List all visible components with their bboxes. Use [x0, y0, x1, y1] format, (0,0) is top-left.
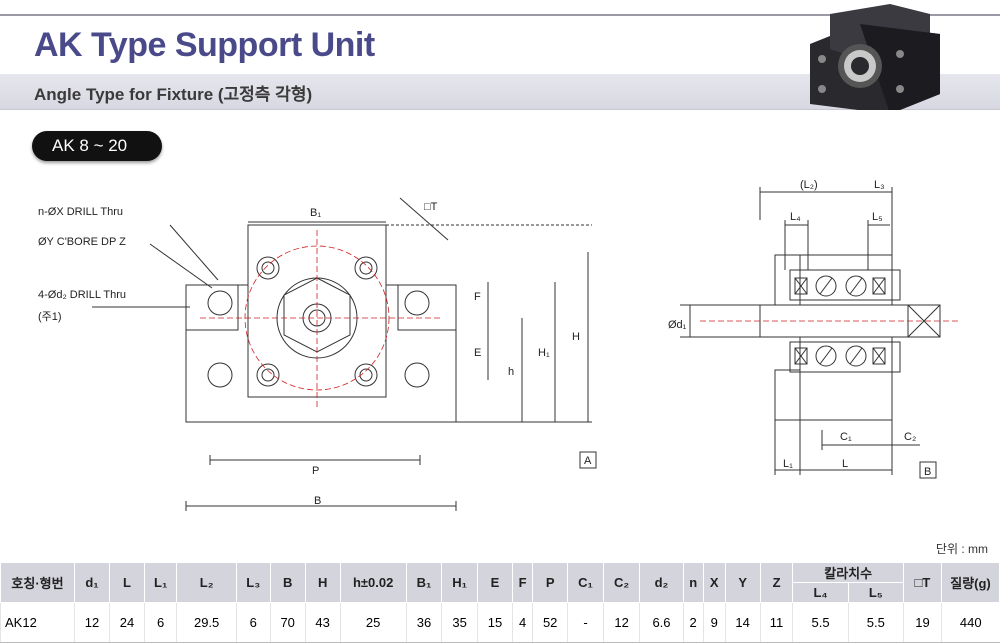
cell: 6: [143, 602, 177, 643]
front-center-lines: [200, 230, 440, 410]
top-rule: [0, 14, 1000, 16]
cell: 29.5: [176, 602, 237, 643]
front-view: [92, 197, 597, 511]
cell: 36: [405, 602, 442, 643]
col-z: Z: [759, 562, 794, 603]
cell: 24: [108, 602, 145, 643]
col-l4: L₄: [792, 582, 849, 603]
col-l5: L₅: [847, 582, 904, 603]
cell: -: [567, 602, 604, 643]
callout-d2-drill: 4-Ød₂ DRILL Thru: [38, 289, 126, 301]
col-l3: L₃: [235, 562, 271, 603]
col-b1: B₁: [405, 562, 443, 603]
dim-l3: L₃: [874, 179, 885, 191]
cell: 12: [74, 602, 110, 643]
dim-l5: L₅: [872, 211, 883, 223]
col-l1: L₁: [143, 562, 178, 603]
dim-b1: B₁: [310, 207, 321, 219]
page-title: AK Type Support Unit: [34, 26, 375, 64]
callout-note1: (주1): [38, 311, 62, 323]
dim-d1: Ød₁: [668, 319, 687, 331]
cell: 15: [476, 602, 513, 643]
col-f: F: [511, 562, 534, 603]
product-photo: [810, 4, 940, 114]
dim-f: F: [474, 291, 481, 303]
col-d2: d₂: [639, 562, 684, 603]
dim-c1: C₁: [840, 431, 852, 443]
col-d1: d₁: [74, 562, 110, 603]
dim-c2: C₂: [904, 431, 916, 443]
series-badge: AK 8 ~ 20: [32, 131, 162, 161]
unit-label: 단위 : mm: [935, 542, 988, 556]
col-c1: C₁: [567, 562, 604, 603]
col-model: 호칭·형번: [0, 562, 75, 603]
dim-l4: L₄: [790, 211, 801, 223]
cell: 14: [724, 602, 761, 643]
cell: 9: [702, 602, 726, 643]
dim-b: B: [314, 495, 321, 507]
dim-h-small: h: [508, 366, 514, 378]
dim-l1: L₁: [783, 458, 793, 470]
cell: 5.5: [847, 602, 904, 643]
col-h1: H₁: [441, 562, 478, 603]
dim-l: L: [842, 458, 848, 470]
dim-h1: H₁: [538, 347, 550, 359]
header: AK Type Support Unit Angle Type for Fixt…: [0, 0, 1000, 114]
col-x: X: [702, 562, 726, 603]
cell: 6: [235, 602, 271, 643]
dim-e: E: [474, 347, 481, 359]
col-e: E: [476, 562, 513, 603]
cell: 70: [269, 602, 306, 643]
table-row: AK12 12 24 6 29.5 6 70 43 25 36 35 15 4 …: [0, 602, 1000, 643]
dim-h: H: [572, 331, 580, 343]
cell: 4: [511, 602, 533, 643]
technical-drawings: n-ØX DRILL Thru ØY C'BORE DP Z 4-Ød₂ DRI…: [38, 179, 960, 511]
col-c2: C₂: [602, 562, 641, 603]
cell: 52: [532, 602, 568, 643]
cell: 43: [304, 602, 341, 643]
col-collar: 칼라치수: [792, 562, 904, 583]
side-view: [680, 187, 941, 479]
cell-model: AK12: [0, 602, 75, 643]
col-y: Y: [724, 562, 761, 603]
side-view-labels: (L₂) L₃ L₄ L₅ Ød₁ C₁ C₂ L₁ L B: [668, 179, 931, 478]
callout-drill-thru: n-ØX DRILL Thru: [38, 206, 123, 218]
cell: 35: [441, 602, 478, 643]
dim-t: □T: [424, 201, 438, 213]
dim-p: P: [312, 465, 319, 477]
front-view-labels: n-ØX DRILL Thru ØY C'BORE DP Z 4-Ød₂ DRI…: [38, 201, 592, 507]
col-l2: L₂: [176, 562, 237, 603]
cell: 12: [602, 602, 640, 643]
cell: 5.5: [792, 602, 849, 643]
col-n: n: [682, 562, 704, 603]
callout-cbore: ØY C'BORE DP Z: [38, 236, 126, 248]
col-mass: 질량(g): [941, 562, 1000, 603]
cell: 11: [759, 602, 793, 643]
cell: 19: [902, 602, 942, 643]
cell: 6.6: [639, 602, 684, 643]
dim-l2: (L₂): [800, 179, 818, 191]
col-p: P: [532, 562, 569, 603]
col-t: □T: [902, 562, 943, 603]
datum-b: B: [924, 466, 931, 478]
col-h: H: [304, 562, 341, 603]
cell: 25: [339, 602, 407, 643]
cell: 2: [682, 602, 704, 643]
datum-a: A: [584, 455, 592, 467]
page-subtitle: Angle Type for Fixture (고정측 각형): [34, 85, 313, 104]
col-h-tol: h±0.02: [339, 562, 407, 603]
cell: 440: [941, 602, 1000, 643]
col-l: L: [108, 562, 145, 603]
col-b: B: [269, 562, 306, 603]
spec-table: 호칭·형번 d₁ L L₁ L₂ L₃ B H h±0.02 B₁ H₁ E F…: [0, 562, 1000, 643]
